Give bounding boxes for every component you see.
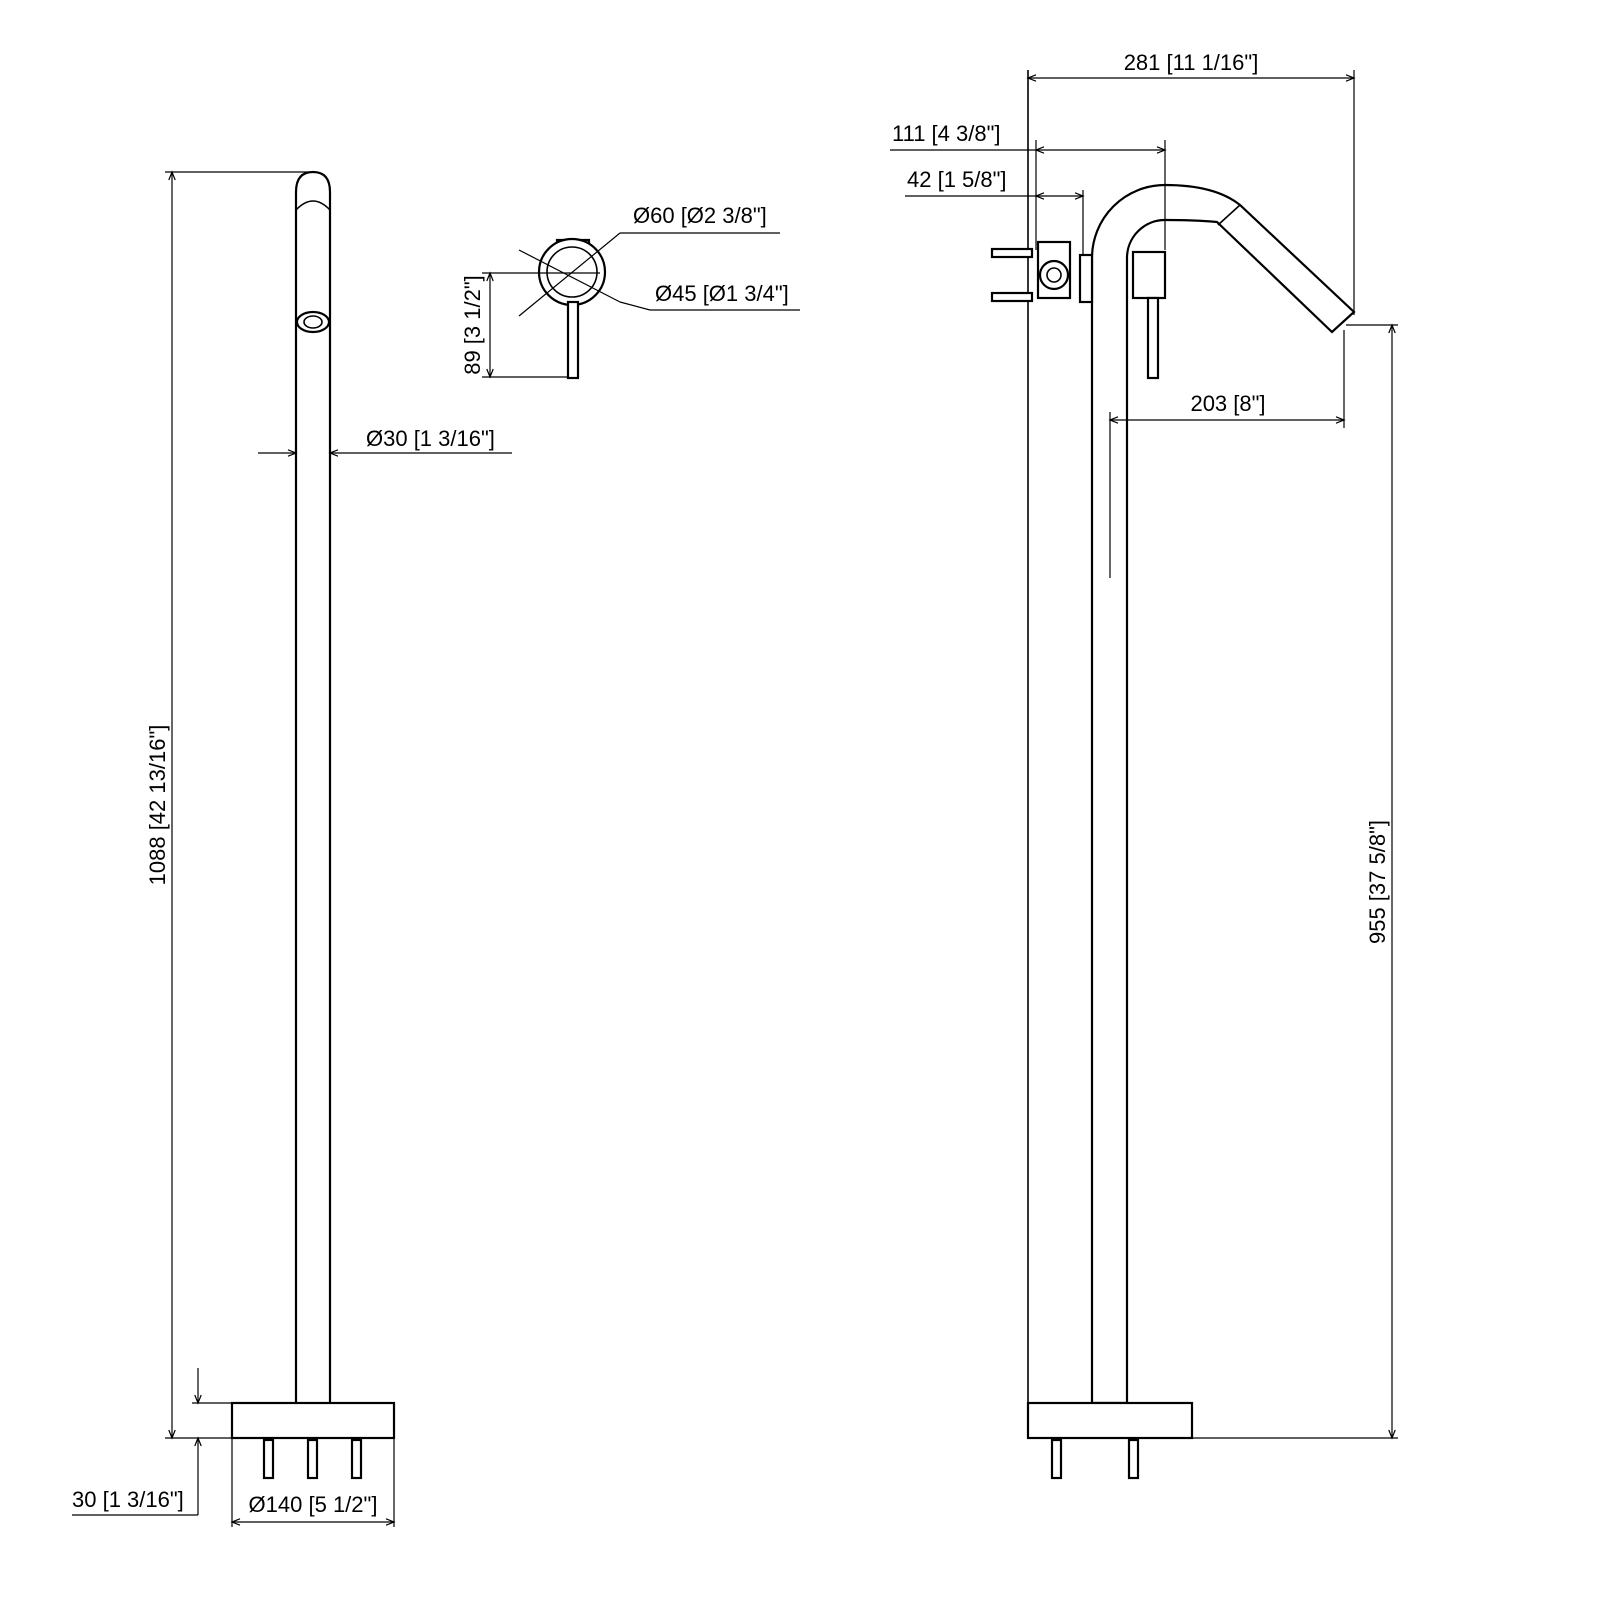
dim-inner-diameter: Ø45 [Ø1 3/4"] xyxy=(655,281,789,306)
mounting-stud xyxy=(306,1438,319,1480)
dim-handle-length: 89 [3 1/2"] xyxy=(460,275,485,375)
side-handle-lever xyxy=(1146,296,1160,380)
handle-lever xyxy=(566,300,580,380)
handle-icon xyxy=(295,310,331,334)
mounting-stud xyxy=(1050,1438,1063,1480)
mounting-stud xyxy=(262,1438,275,1480)
dim-spout-reach: 203 [8"] xyxy=(1190,391,1265,416)
valve-plate xyxy=(1078,253,1094,304)
floor-base xyxy=(230,1401,396,1440)
front-view: 1088 [42 13/16"] 30 [1 3/16"] Ø30 [1 3/1… xyxy=(72,170,512,1527)
spout xyxy=(1090,183,1356,1405)
handle-detail-view: Ø60 [Ø2 3/8"] Ø45 [Ø1 3/4"] 89 [3 1/2"] xyxy=(460,203,800,380)
dim-outer-diameter: Ø60 [Ø2 3/8"] xyxy=(633,203,767,228)
dim-valve-offset: 42 [1 5/8"] xyxy=(907,167,1007,192)
dim-spout-reach-total: 281 [11 1/16"] xyxy=(1124,50,1259,75)
valve-body xyxy=(1038,259,1070,291)
mounting-stud xyxy=(1127,1438,1140,1480)
dim-base-diameter: Ø140 [5 1/2"] xyxy=(249,1492,378,1517)
pipe-cap-line xyxy=(295,200,331,211)
faucet-pipe xyxy=(294,170,332,1403)
dim-pipe-diameter: Ø30 [1 3/16"] xyxy=(366,426,495,451)
dim-handle-offset: 111 [4 3/8"] xyxy=(892,121,1001,146)
mounting-stud xyxy=(350,1438,363,1480)
floor-base xyxy=(1026,1401,1194,1440)
dim-spout-height: 955 [37 5/8"] xyxy=(1365,820,1390,944)
side-handle xyxy=(1131,250,1167,300)
dim-base-height: 30 [1 3/16"] xyxy=(72,1487,184,1512)
dim-height-total: 1088 [42 13/16"] xyxy=(145,725,170,886)
side-view: 281 [11 1/16"] 111 [4 3/8"] 42 [1 5/8"] … xyxy=(890,50,1398,1480)
